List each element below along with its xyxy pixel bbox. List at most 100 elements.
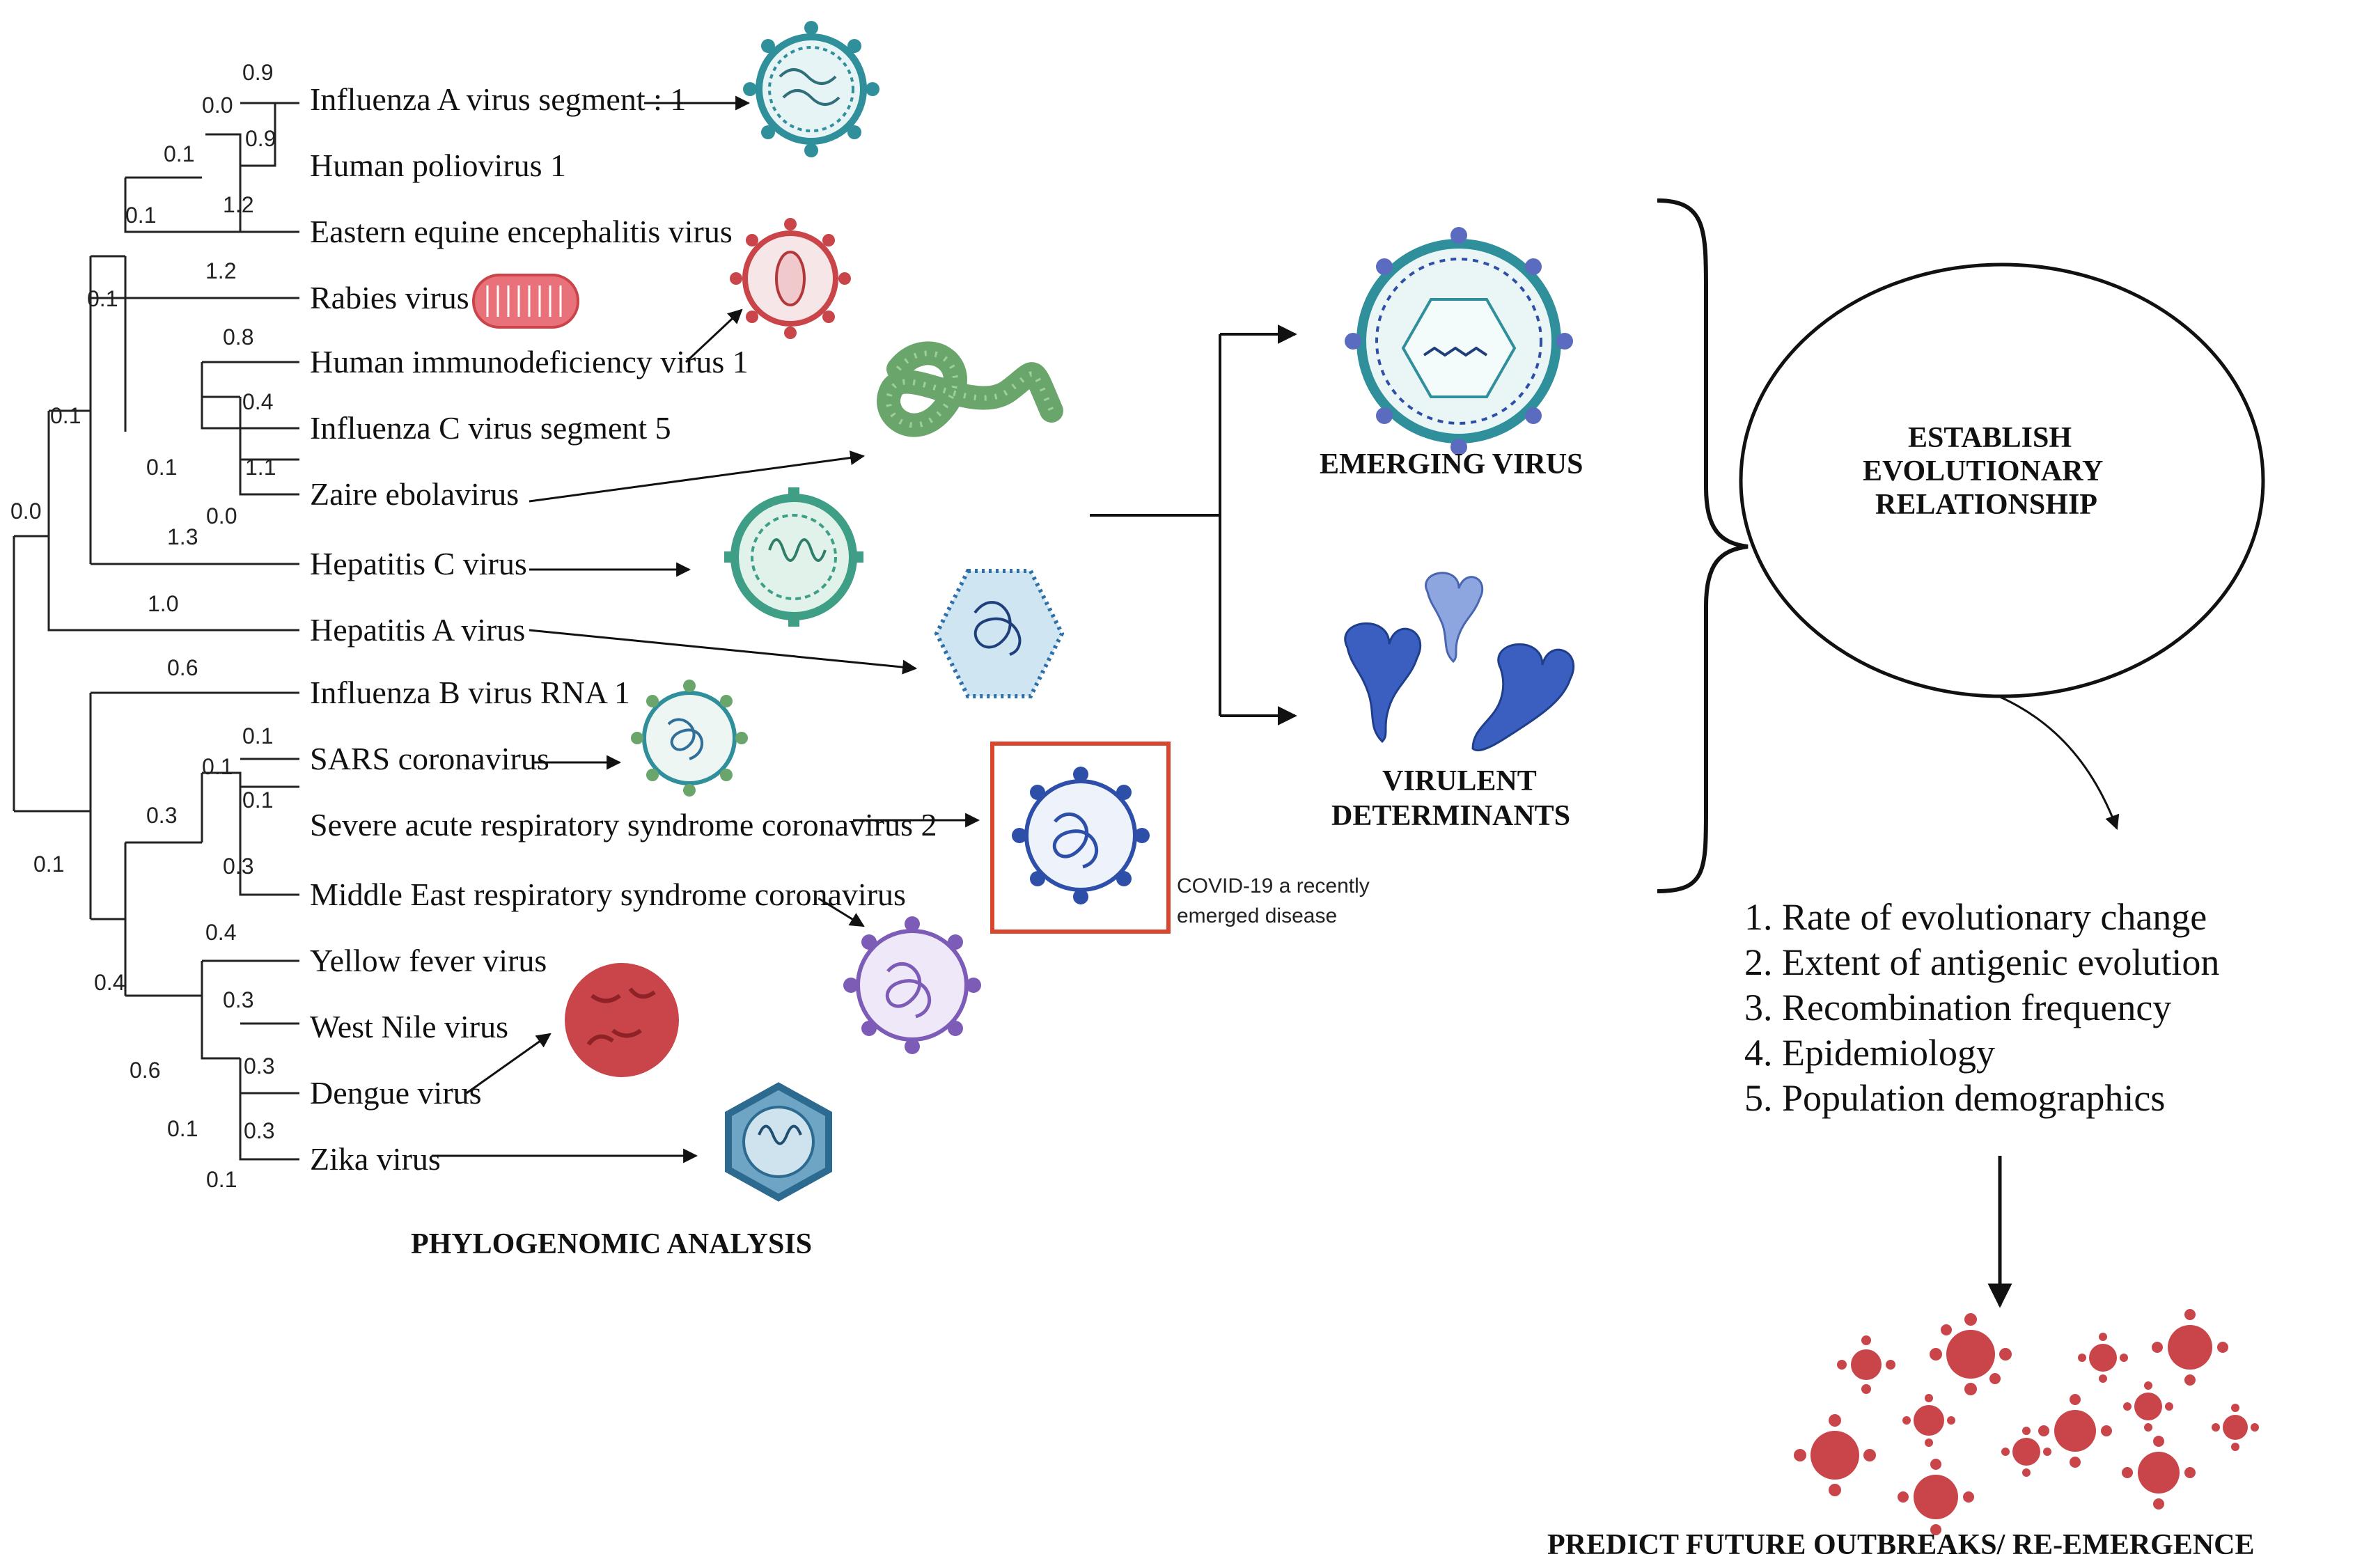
mers-virus-icon bbox=[843, 916, 981, 1054]
branch-length: 1.3 bbox=[167, 524, 198, 549]
outbreak-virus-icon bbox=[2122, 1436, 2196, 1510]
branch-length: 0.1 bbox=[87, 286, 118, 311]
outbreak-virus-icon bbox=[2038, 1394, 2112, 1468]
factor-item: 4. Epidemiology bbox=[1744, 1032, 1995, 1074]
outbreak-virus-icon bbox=[1930, 1313, 2012, 1395]
hepatitis-a-virus-icon bbox=[934, 569, 1065, 698]
branch-length: 1.2 bbox=[205, 258, 236, 283]
leaf-label: Influenza C virus segment 5 bbox=[310, 410, 671, 446]
outbreak-virus-icon bbox=[2123, 1381, 2173, 1432]
emerging-virus-icon bbox=[1345, 227, 1573, 455]
leaf-label: Dengue virus bbox=[310, 1075, 482, 1111]
virulent-determinants-icon bbox=[1344, 572, 1575, 752]
outbreak-virus-icon bbox=[2078, 1333, 2128, 1383]
branch-length: 0.3 bbox=[223, 854, 253, 879]
outbreak-virus-icon bbox=[2152, 1309, 2228, 1386]
branch-length: 0.0 bbox=[10, 499, 41, 524]
branch-length: 0.6 bbox=[167, 655, 198, 680]
ellipse-line2: EVOLUTIONARY bbox=[1863, 455, 2103, 487]
branch-length: 0.3 bbox=[146, 803, 177, 828]
branch-length: 0.0 bbox=[206, 503, 237, 528]
influenza-a-virus-icon bbox=[743, 21, 879, 157]
leaf-label: SARS coronavirus bbox=[310, 741, 549, 776]
branch-length: 0.4 bbox=[94, 970, 125, 995]
sars-virus-icon bbox=[631, 680, 748, 797]
virulent-label-line1: VIRULENT bbox=[1382, 765, 1537, 797]
curved-arrow bbox=[1998, 695, 2120, 830]
branch-length: 0.9 bbox=[242, 60, 273, 85]
branch-length: 0.1 bbox=[167, 1116, 198, 1141]
branch-length-labels: 0.9 0.0 0.9 0.1 1.2 0.1 1.2 0.1 0.8 0.4 … bbox=[10, 60, 276, 1192]
prediction-label: PREDICT FUTURE OUTBREAKS/ RE-EMERGENCE bbox=[1547, 1529, 2255, 1561]
covid-note-line2: emerged disease bbox=[1177, 904, 1337, 927]
emerging-virus-label: EMERGING VIRUS bbox=[1320, 448, 1583, 480]
branch-length: 0.9 bbox=[245, 126, 276, 151]
branch-length: 0.4 bbox=[242, 389, 273, 414]
leaf-label: Eastern equine encephalitis virus bbox=[310, 214, 733, 249]
split-connector bbox=[1090, 324, 1297, 726]
covid-note-line1: COVID-19 a recently bbox=[1177, 875, 1370, 897]
ellipse-line1: ESTABLISH bbox=[1908, 422, 2072, 454]
branch-length: 0.1 bbox=[33, 852, 64, 877]
evolutionary-relationship-ellipse bbox=[1739, 262, 2265, 698]
ellipse-line3: RELATIONSHIP bbox=[1875, 489, 2097, 521]
leaf-label: Yellow fever virus bbox=[310, 943, 547, 978]
branch-length: 0.6 bbox=[130, 1058, 160, 1083]
branch-length: 1.0 bbox=[148, 591, 178, 616]
leaf-label: Zaire ebolavirus bbox=[310, 476, 519, 512]
leaf-label: Hepatitis A virus bbox=[310, 612, 525, 648]
covid-box bbox=[990, 742, 1171, 934]
hiv-virus-icon bbox=[730, 218, 851, 339]
tree-leaf-labels: Influenza A virus segment : 1 Human poli… bbox=[310, 81, 937, 1177]
leaf-label: Hepatitis C virus bbox=[310, 546, 527, 581]
leaf-arrows bbox=[432, 95, 980, 1163]
branch-length: 1.1 bbox=[245, 455, 276, 480]
branch-length: 0.1 bbox=[242, 723, 273, 748]
leaf-label: West Nile virus bbox=[310, 1009, 508, 1044]
outbreak-virus-icon bbox=[2212, 1404, 2259, 1451]
branch-length: 0.3 bbox=[223, 987, 253, 1012]
branch-length: 0.1 bbox=[242, 787, 273, 813]
branch-length: 0.0 bbox=[202, 93, 233, 118]
outbreak-virus-icon bbox=[2001, 1427, 2051, 1477]
phylogenomic-caption: PHYLOGENOMIC ANALYSIS bbox=[411, 1228, 812, 1260]
outbreak-virus-icon bbox=[1898, 1459, 1974, 1535]
leaf-label: Influenza B virus RNA 1 bbox=[310, 675, 630, 710]
outbreak-virus-icon bbox=[1794, 1414, 1876, 1496]
dengue-virus-icon bbox=[565, 963, 679, 1077]
branch-length: 0.1 bbox=[206, 1167, 237, 1192]
factor-list: 1. Rate of evolutionary change 2. Extent… bbox=[1744, 896, 2219, 1119]
grouping-brace bbox=[1657, 198, 1749, 893]
branch-length: 1.2 bbox=[223, 192, 253, 217]
outbreak-virus-icon bbox=[1837, 1335, 1895, 1394]
branch-length: 0.3 bbox=[244, 1118, 274, 1143]
virulent-label-line2: DETERMINANTS bbox=[1331, 800, 1570, 832]
leaf-label: Zika virus bbox=[310, 1141, 441, 1177]
branch-length: 0.1 bbox=[164, 141, 194, 166]
branch-length: 0.8 bbox=[223, 324, 253, 350]
branch-length: 0.1 bbox=[125, 203, 156, 228]
leaf-label: Influenza A virus segment : 1 bbox=[310, 81, 686, 117]
branch-length: 0.4 bbox=[205, 920, 236, 945]
leaf-label: Human immunodeficiency virus 1 bbox=[310, 344, 749, 379]
branch-length: 0.3 bbox=[244, 1053, 274, 1079]
factor-item: 3. Recombination frequency bbox=[1744, 987, 2171, 1028]
outbreak-virus-cluster bbox=[1794, 1309, 2259, 1535]
leaf-label: Rabies virus bbox=[310, 280, 469, 315]
leaf-label: Severe acute respiratory syndrome corona… bbox=[310, 807, 937, 842]
factor-item: 5. Population demographics bbox=[1744, 1077, 2165, 1119]
branch-length: 0.1 bbox=[202, 754, 233, 779]
outbreak-virus-icon bbox=[1902, 1394, 1955, 1447]
factor-item: 2. Extent of antigenic evolution bbox=[1744, 941, 2219, 983]
hepatitis-c-virus-icon bbox=[724, 487, 863, 627]
rabies-virus-icon bbox=[472, 274, 579, 329]
phylogenetic-tree bbox=[13, 102, 299, 1161]
ebola-virus-icon bbox=[877, 341, 1063, 437]
leaf-label: Middle East respiratory syndrome coronav… bbox=[310, 877, 906, 912]
branch-length: 0.1 bbox=[50, 403, 81, 428]
branch-length: 0.1 bbox=[146, 455, 177, 480]
leaf-label: Human poliovirus 1 bbox=[310, 148, 566, 183]
factor-item: 1. Rate of evolutionary change bbox=[1744, 896, 2207, 938]
zika-virus-icon bbox=[725, 1082, 832, 1202]
